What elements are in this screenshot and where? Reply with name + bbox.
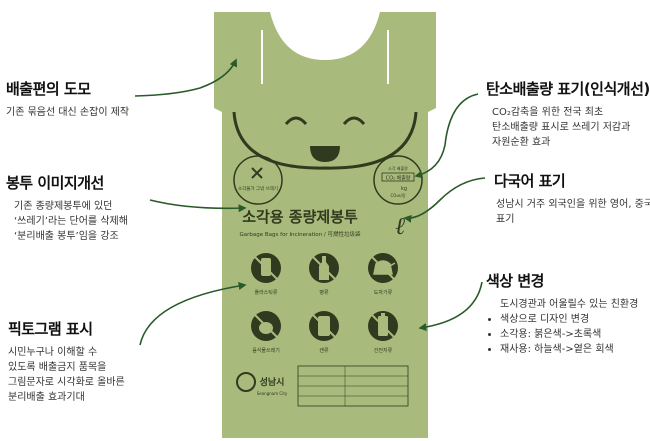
list-item: 도시경관과 어울릴수 있는 친환경 색상으로 디자인 변경 bbox=[500, 297, 640, 327]
script-mark: ℓ bbox=[395, 212, 405, 240]
left-eye-icon bbox=[284, 116, 308, 126]
pictogram-6: 건전지류 bbox=[368, 311, 398, 354]
mouth-icon bbox=[310, 146, 340, 162]
city-logo-icon bbox=[236, 372, 256, 392]
callout-desc: CO₂감축을 위한 전국 최초 탄소배출량 표시로 쓰레기 저감과 자원순환 효… bbox=[492, 105, 650, 150]
callout-color: 색상 변경 도시경관과 어울릴수 있는 친환경 색상으로 디자인 변경 소각용:… bbox=[486, 270, 640, 357]
arrow-handle bbox=[134, 58, 238, 97]
desc-line: 성남시 거주 외국인을 위한 영어, 중국어 bbox=[496, 199, 650, 210]
right-eye-icon bbox=[342, 116, 366, 126]
food-waste-icon bbox=[259, 322, 273, 334]
arrow-pictogram bbox=[139, 282, 247, 346]
pictogram-1: 플라스틱류 bbox=[251, 253, 281, 296]
callout-title: 배출편의 도모 bbox=[6, 80, 91, 98]
desc-line: 있도록 배출금지 품목을 bbox=[8, 362, 107, 373]
arrow-image bbox=[149, 199, 247, 213]
pictogram-5: 캔류 bbox=[309, 311, 339, 354]
callout-handle: 배출편의 도모 기존 묶음선 대신 손잡이 제작 bbox=[6, 78, 129, 120]
no-dump-badge bbox=[233, 155, 283, 205]
callout-image: 봉투 이미지개선 기존 종량제봉투에 있던 ‘쓰레기’라는 단어를 삭제해 ‘분… bbox=[6, 172, 128, 244]
callout-title: 다국어 표기 bbox=[494, 172, 566, 190]
pictogram-caption: 건전지류 bbox=[374, 347, 393, 354]
brand-name: 성남시 bbox=[260, 376, 285, 388]
callout-carbon: 탄소배출량 표기(인식개선) CO₂감축을 위한 전국 최초 탄소배출량 표시로… bbox=[486, 78, 650, 150]
carbon-badge-top: 소각 배출량 bbox=[388, 165, 408, 171]
pictogram-caption: 도자기류 bbox=[374, 289, 393, 296]
brand-name-en: Seongnam City bbox=[257, 391, 288, 396]
callout-title: 색상 변경 bbox=[486, 272, 544, 290]
carbon-badge-label-box bbox=[381, 172, 415, 182]
arrow-color bbox=[418, 281, 483, 332]
desc-line: ‘분리배출 봉투’임을 강조 bbox=[14, 231, 119, 242]
pictogram-caption: 플라스틱류 bbox=[254, 289, 277, 296]
arrow-multilang bbox=[403, 177, 486, 223]
arrow-carbon bbox=[414, 93, 479, 179]
pictogram-caption: 캔류 bbox=[319, 347, 329, 354]
bag-title: 소각용 종량제봉투 bbox=[242, 208, 358, 226]
desc-line: 표기 bbox=[496, 214, 515, 225]
pictogram-caption: 병류 bbox=[319, 289, 329, 296]
desc-line: 기존 종량제봉투에 있던 bbox=[14, 201, 113, 212]
desc-line: 자원순환 효과 bbox=[492, 137, 551, 148]
pictogram-caption: 음식물쓰레기 bbox=[252, 347, 280, 354]
list-item: 소각용: 붉은색->초록색 bbox=[500, 327, 640, 342]
carbon-badge bbox=[373, 155, 423, 205]
callout-desc: 기존 종량제봉투에 있던 ‘쓰레기’라는 단어를 삭제해 ‘분리배출 봉투’임을… bbox=[14, 199, 128, 244]
callout-title: 픽토그램 표시 bbox=[8, 320, 93, 338]
callout-desc: 기존 묶음선 대신 손잡이 제작 bbox=[6, 105, 129, 120]
callout-desc: 성남시 거주 외국인을 위한 영어, 중국어 표기 bbox=[496, 197, 650, 227]
pictogram-4: 음식물쓰레기 bbox=[251, 311, 281, 354]
desc-line: CO₂감축을 위한 전국 최초 bbox=[492, 107, 604, 118]
desc-line: 분리배출 효과기대 bbox=[8, 392, 85, 403]
callout-multilang: 다국어 표기 성남시 거주 외국인을 위한 영어, 중국어 표기 bbox=[494, 170, 650, 227]
callout-title: 봉투 이미지개선 bbox=[6, 174, 104, 192]
desc-line: 기존 묶음선 대신 손잡이 제작 bbox=[6, 107, 130, 118]
callout-list: 도시경관과 어울릴수 있는 친환경 색상으로 디자인 변경 소각용: 붉은색->… bbox=[486, 297, 640, 357]
x-mark-icon bbox=[251, 167, 263, 179]
desc-line: 시민누구나 이해할 수 bbox=[8, 347, 98, 358]
pictogram-3: 도자기류 bbox=[368, 253, 398, 296]
callout-desc: 시민누구나 이해할 수 있도록 배출금지 품목을 그림문자로 시각화로 올바른 … bbox=[8, 345, 125, 405]
callout-pictogram: 픽토그램 표시 시민누구나 이해할 수 있도록 배출금지 품목을 그림문자로 시… bbox=[8, 318, 125, 405]
bag-subtitle: Garbage Bags for Incineration / 可燃性垃圾袋 bbox=[240, 230, 361, 238]
callout-title: 탄소배출량 표기(인식개선) bbox=[486, 80, 650, 98]
no-dump-caption: 소각불가 그밖 쓰레기 bbox=[238, 185, 278, 192]
smile-curve bbox=[232, 111, 418, 170]
desc-line: 그림문자로 시각화로 올바른 bbox=[8, 377, 125, 388]
pictogram-2: 병류 bbox=[309, 253, 339, 296]
desc-line: 탄소배출량 표시로 쓰레기 저감과 bbox=[492, 122, 631, 133]
list-item: 재사용: 하늘색->옅은 회색 bbox=[500, 342, 640, 357]
carbon-badge-unit: CO₂e/장 bbox=[390, 192, 405, 198]
desc-line: ‘쓰레기’라는 단어를 삭제해 bbox=[14, 216, 128, 227]
carbon-badge-label: CO₂ 배출량 bbox=[386, 175, 411, 182]
carbon-badge-value: kg bbox=[401, 186, 407, 192]
